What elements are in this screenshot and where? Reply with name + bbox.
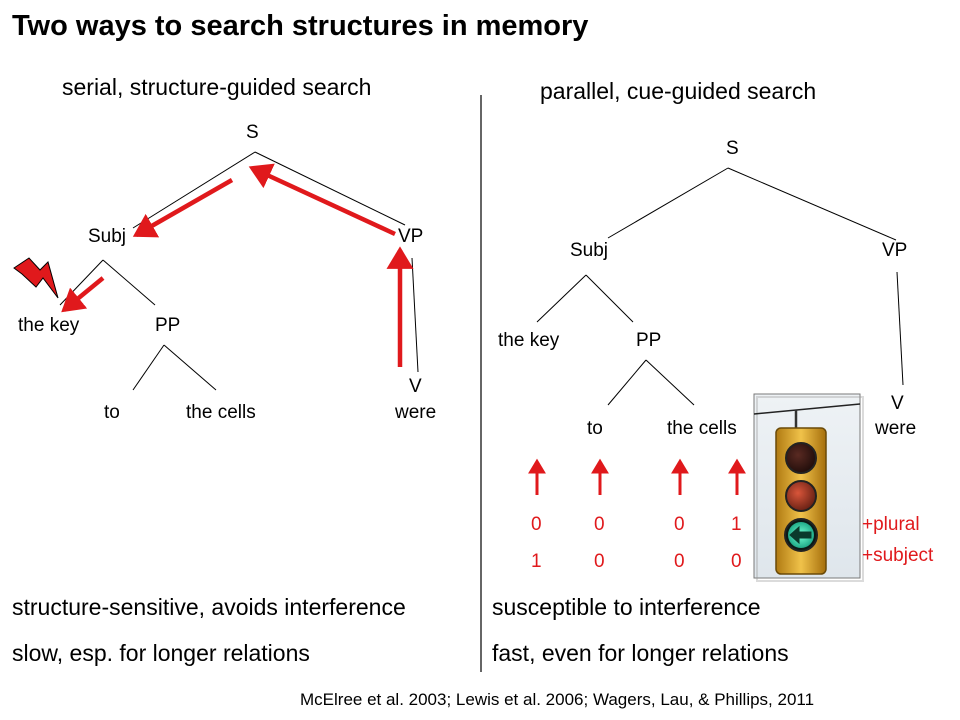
match-subject-2: 0	[594, 551, 605, 572]
right-tree-edges	[536, 167, 904, 406]
right-node-were: were	[875, 418, 917, 439]
left-node-subj: Subj	[88, 226, 127, 247]
right-node-the-key: the key	[498, 330, 560, 351]
right-node-to: to	[587, 418, 603, 439]
match-subject-4: 0	[731, 551, 742, 572]
right-node-the-cells: the cells	[667, 418, 737, 439]
page-title: Two ways to search structures in memory	[12, 10, 589, 42]
left-node-to: to	[104, 402, 120, 423]
left-node-the-key: the key	[18, 315, 80, 336]
match-plural-the-cells: 1	[731, 514, 742, 535]
lightning-bolt-icon	[13, 257, 59, 299]
right-heading: parallel, cue-guided search	[540, 78, 817, 104]
citation: McElree et al. 2003; Lewis et al. 2006; …	[300, 690, 815, 709]
right-note-2: fast, even for longer relations	[492, 640, 789, 666]
match-subject-3: 0	[674, 551, 685, 572]
left-search-arrows	[61, 163, 414, 367]
cue-match-arrows	[528, 458, 746, 495]
left-node-vp: VP	[398, 226, 424, 247]
right-node-s: S	[726, 138, 739, 159]
left-note-2: slow, esp. for longer relations	[12, 640, 310, 666]
cue-plural: +plural	[862, 514, 920, 535]
left-node-pp: PP	[155, 315, 181, 336]
right-node-pp: PP	[636, 330, 662, 351]
left-heading: serial, structure-guided search	[62, 74, 372, 100]
arrow-s-to-subj	[132, 178, 234, 238]
match-plural-pp: 0	[674, 514, 685, 535]
match-plural-to: 0	[531, 514, 542, 535]
arrow-vp-to-s	[248, 163, 396, 237]
cue-subject: +subject	[862, 545, 934, 566]
left-tree-edges	[59, 151, 419, 391]
left-node-v: V	[409, 376, 422, 397]
right-node-v: V	[891, 393, 904, 414]
match-subject-1: 1	[531, 551, 542, 572]
right-node-vp: VP	[882, 240, 908, 261]
left-note-1: structure-sensitive, avoids interference	[12, 594, 406, 620]
left-node-s: S	[246, 122, 259, 143]
right-note-1: susceptible to interference	[492, 594, 761, 620]
right-node-subj: Subj	[570, 240, 609, 261]
arrow-subj-to-key	[61, 276, 105, 313]
left-node-the-cells: the cells	[186, 402, 256, 423]
left-node-were: were	[395, 402, 437, 423]
traffic-light-icon	[753, 393, 864, 582]
match-plural-the-key: 0	[594, 514, 605, 535]
